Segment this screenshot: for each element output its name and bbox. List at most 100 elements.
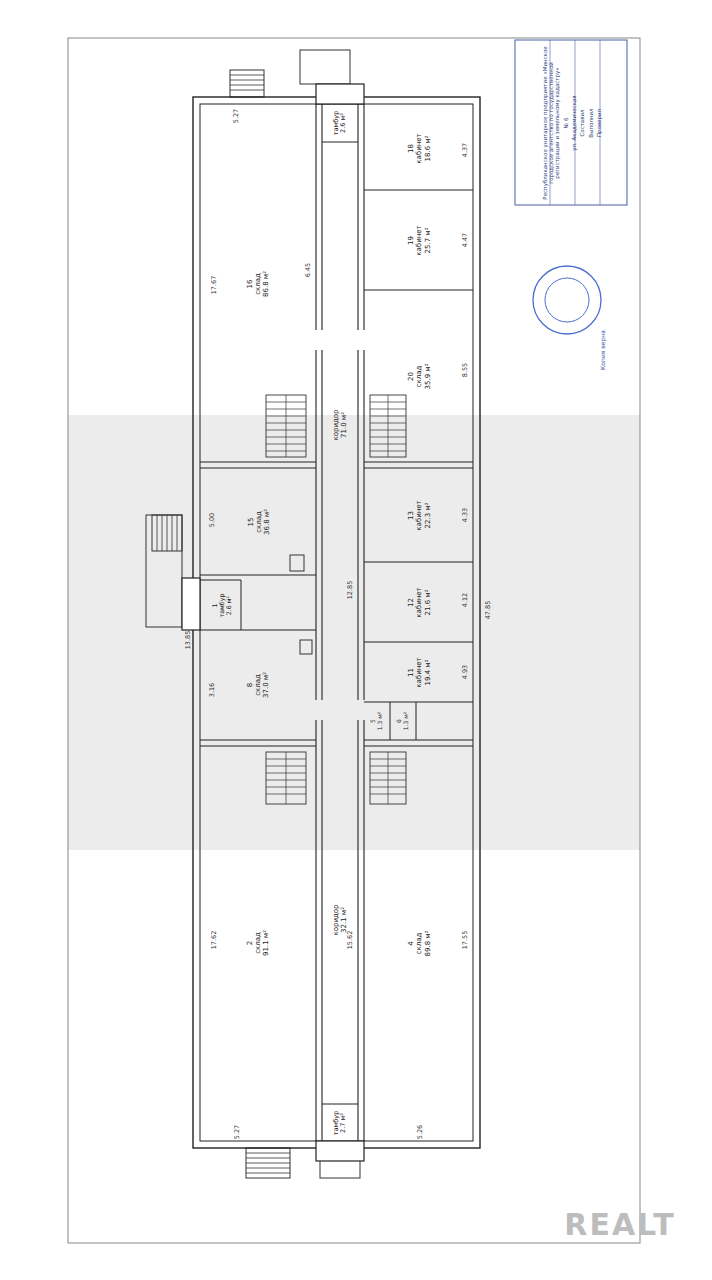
dimension: 47.85 (485, 601, 492, 620)
room-label: 13 (406, 511, 414, 520)
official-stamp (533, 266, 601, 334)
room-label: коридор (332, 904, 340, 935)
corridor-room: коридор32.1 м² (322, 840, 358, 1000)
rotated-text-group: коридор71.0 м² (322, 340, 358, 510)
stair-steps (266, 395, 306, 457)
porch-landing (146, 515, 182, 627)
room-label: 89.8 м² (423, 930, 431, 956)
vestibule-room: тамбур2.6 м² (322, 104, 358, 142)
title-block-line: № 6 (562, 117, 568, 128)
interior-stairs (266, 395, 306, 457)
room-label: 6 (396, 719, 403, 723)
dimension: 13.85 (185, 631, 192, 650)
room-label: 19.4 м² (423, 659, 431, 685)
room-label: тамбур (333, 1111, 340, 1136)
storage-room: 15склад36.8 м² (200, 470, 316, 573)
room-label: 12 (406, 598, 414, 607)
stair-steps (230, 75, 264, 90)
rotated-text-group: Республиканское унитарное предприятие «М… (517, 42, 625, 203)
title-block-text: Республиканское унитарное предприятие «М… (517, 42, 625, 203)
rotated-text-group: тамбур2.7 м² (322, 1106, 358, 1140)
rotated-text-group: 4склад89.8 м² (364, 748, 473, 1138)
room-label: 5 (370, 719, 377, 723)
paper-fold (68, 415, 640, 850)
rotated-text-group: 11кабинет19.4 м² (364, 644, 473, 700)
rotated-text-group: 8склад37.0 м² (200, 632, 316, 738)
rotated-text-group: 12кабинет21.6 м² (364, 564, 473, 640)
room-label: склад (414, 365, 422, 387)
room-label: кабинет (414, 225, 422, 255)
room-label: 2 (246, 941, 254, 945)
storage-room: 8склад37.0 м² (200, 632, 316, 738)
rotated-text-group: коридор32.1 м² (322, 840, 358, 1000)
dimension: 6.45 (305, 263, 312, 277)
interior-stairs (266, 752, 306, 804)
rotated-text-group: 1тамбур2.6 м² (200, 582, 241, 628)
office-room: 13кабинет22.3 м² (364, 470, 473, 560)
room-label: 36.8 м² (262, 509, 270, 535)
rotated-text-group: тамбур2.6 м² (322, 104, 358, 142)
room-label: 21.6 м² (423, 589, 431, 615)
room-label: 32.1 м² (340, 907, 348, 933)
rotated-text-group: 16склад86.8 м² (200, 108, 316, 460)
corridor-wall (316, 104, 364, 1141)
room-label: 35.9 м² (423, 363, 431, 389)
room-label: 1.3 м² (403, 712, 410, 730)
chimney (290, 555, 304, 571)
office-room: 11кабинет19.4 м² (364, 644, 473, 700)
dimension: 4.47 (462, 233, 469, 247)
title-block-line: Проверил (595, 108, 601, 136)
room-label: 2.7 м² (340, 1113, 347, 1133)
dimension: 4.37 (462, 143, 469, 157)
room-label: 25.7 м² (423, 227, 431, 253)
room-label: 1.3 м² (377, 712, 384, 730)
dimension: 17.67 (211, 276, 218, 295)
dimension: 5.27 (233, 109, 240, 123)
room-label: 16 (246, 280, 254, 289)
outer-wall (193, 97, 480, 1148)
room-label: склад (254, 273, 262, 295)
rotated-text-group: 51.3 м² (365, 704, 389, 738)
room-label: кабинет (414, 500, 422, 530)
corridor-room: коридор71.0 м² (322, 340, 358, 510)
room-label: 18.6 м² (423, 135, 431, 161)
room-label: 71.0 м² (340, 412, 348, 438)
dimension: 17.55 (462, 931, 469, 950)
room-label: склад (254, 511, 262, 533)
porch-stairs (246, 1148, 290, 1178)
watermark: REALT (564, 1210, 675, 1240)
rotated-text-group: 2склад91.1 м² (200, 748, 316, 1138)
room-label: 1 (210, 603, 217, 607)
storage-room: 2склад91.1 м² (200, 748, 316, 1138)
dimension: 12.85 (347, 581, 354, 600)
room-label: 2.6 м² (340, 113, 347, 133)
vestibule-room: тамбур2.7 м² (322, 1106, 358, 1140)
room-label: тамбур (333, 111, 340, 136)
room-label: 20 (406, 372, 414, 381)
room-label: склад (414, 932, 422, 954)
office-room: 18кабинет18.6 м² (364, 108, 473, 188)
vestibule-partition (322, 142, 358, 1104)
dimension: 5.00 (209, 513, 216, 527)
rotated-text-group: 61.3 м² (391, 704, 415, 738)
room-label: 19 (406, 236, 414, 245)
room-label: 2.6 м² (224, 595, 231, 614)
room-label: 86.8 м² (262, 271, 270, 297)
rotated-text-group: 19кабинет25.7 м² (364, 192, 473, 288)
outer-wall (200, 104, 473, 1141)
title-block-line: ул. Академическая (570, 95, 576, 150)
dimension: 15.62 (347, 931, 354, 950)
dimension: 3.16 (209, 683, 216, 697)
title-block-line: Составил (578, 109, 584, 136)
title-block-line: Республиканское унитарное предприятие «М… (541, 44, 560, 201)
certification-note: Копия верна (600, 330, 606, 370)
porch-landing (320, 1160, 360, 1178)
rotated-text-group: 13кабинет22.3 м² (364, 470, 473, 560)
porch-stairs (152, 515, 182, 551)
room-label: кабинет (414, 657, 422, 687)
storage-room: 16склад86.8 м² (200, 108, 316, 460)
room-label: 4 (406, 941, 414, 945)
room-label: 37.0 м² (262, 672, 270, 698)
dimension: 4.12 (462, 593, 469, 607)
